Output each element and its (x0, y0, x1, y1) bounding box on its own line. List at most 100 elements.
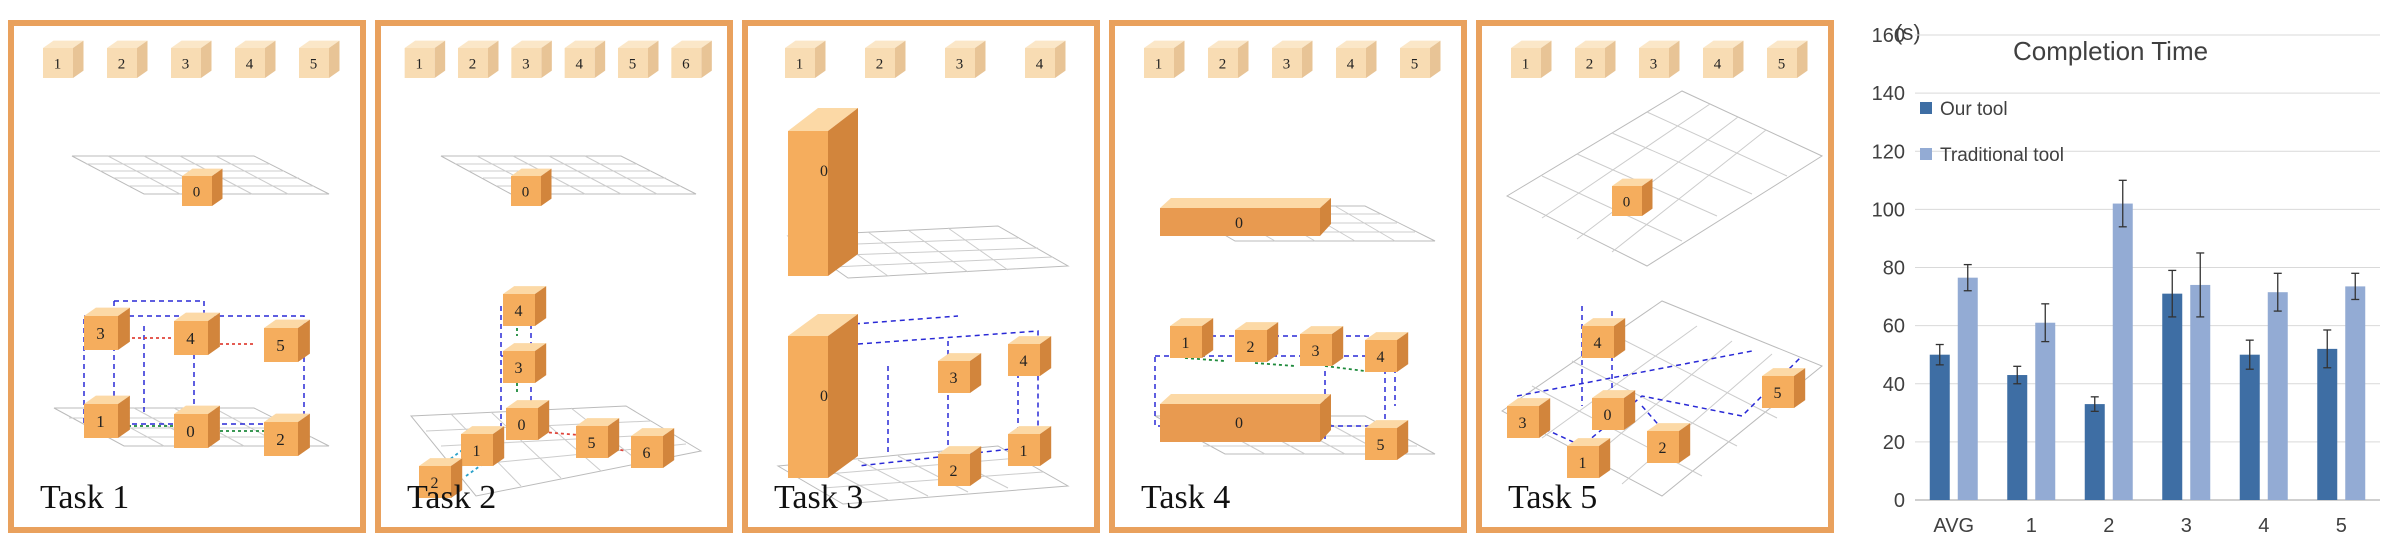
x-tick-2: 2 (2103, 515, 2114, 537)
palette-cube-1: 1 (785, 40, 826, 78)
cube-1: 1 (1008, 426, 1052, 466)
cube-4-label: 4 (1020, 353, 1028, 370)
cube-2: 2 (1647, 423, 1691, 463)
palette-cube-4: 4 (235, 40, 276, 78)
palette-cube-3: 3 (511, 40, 552, 78)
y-tick-120: 120 (1872, 141, 1905, 163)
palette-cube-4: 4 (1703, 40, 1744, 78)
bar-0-top: 0 (1160, 198, 1331, 236)
bar-traditional-tool-2 (2112, 203, 2133, 500)
palette-cube-1: 1 (43, 40, 84, 78)
svg-text:0: 0 (1235, 215, 1243, 232)
cube-1-label: 1 (1020, 443, 1028, 460)
palette-cube-2: 2 (458, 40, 499, 78)
cube-0-top-label: 0 (522, 184, 530, 200)
palette-cube-3: 3 (1639, 40, 1680, 78)
cube-3-label: 3 (1519, 415, 1527, 432)
bar-traditional-tool-5 (2345, 286, 2366, 500)
bar-our-tool-3 (2162, 293, 2183, 500)
cube-0-top: 0 (182, 168, 223, 206)
palette-cube-1: 1 (1144, 40, 1185, 78)
dashed-links (827, 315, 1039, 467)
palette-cube-2-label: 2 (876, 56, 884, 72)
cube-4-label: 4 (1594, 335, 1602, 352)
cube-6-label: 6 (643, 445, 651, 462)
cube-4-label: 4 (186, 329, 195, 348)
palette-cube-3-label: 3 (522, 56, 530, 72)
bar-0-bottom: 0 (1160, 394, 1331, 442)
legend-label-our-tool: Our tool (1940, 99, 2008, 120)
cube-0-top: 0 (1612, 178, 1653, 216)
bar-our-tool-2 (2084, 404, 2105, 500)
cube-2: 2 (419, 458, 463, 498)
svg-text:0: 0 (820, 163, 828, 180)
cube-4: 4 (174, 312, 220, 355)
task-label: Task 3 (774, 479, 864, 516)
cube-1-label: 1 (1579, 455, 1587, 472)
cube-1: 1 (1567, 438, 1611, 478)
palette-cube-3-label: 3 (182, 56, 190, 72)
legend-label-traditional-tool: Traditional tool (1940, 145, 2064, 166)
cube-5-label: 5 (276, 336, 285, 355)
palette-cube-6: 6 (671, 40, 712, 78)
palette-cube-4: 4 (1336, 40, 1377, 78)
y-tick-60: 60 (1883, 316, 1905, 338)
chart-title: Completion Time (2013, 36, 2208, 66)
palette-cube-5-label: 5 (629, 56, 637, 72)
cube-3-label: 3 (1312, 343, 1320, 360)
cube-0: 0 (1592, 390, 1636, 430)
palette-cube-3: 3 (1272, 40, 1313, 78)
palette-cube-4-label: 4 (1036, 56, 1044, 72)
y-tick-0: 0 (1894, 490, 1905, 512)
cube-0: 0 (174, 405, 220, 448)
palette-cube-2: 2 (865, 40, 906, 78)
error-bars (1935, 179, 2360, 413)
cube-3: 3 (1507, 398, 1551, 438)
legend-swatch-traditional-tool (1920, 148, 1932, 160)
cube-2: 2 (1235, 322, 1279, 362)
cube-1: 1 (84, 395, 130, 438)
cube-3: 3 (1300, 326, 1344, 366)
bar-traditional-tool-4 (2267, 292, 2288, 500)
cube-4-label: 4 (515, 303, 523, 320)
cube-3-label: 3 (950, 370, 958, 387)
task-label: Task 5 (1508, 479, 1598, 516)
bar-our-tool-5 (2317, 348, 2338, 500)
cube-3: 3 (503, 343, 547, 383)
cube-0-label: 0 (518, 417, 526, 434)
palette-cube-3-label: 3 (956, 56, 964, 72)
cube-2: 2 (264, 413, 310, 456)
x-tick-3: 3 (2181, 515, 2192, 537)
cube-3: 3 (938, 353, 982, 393)
bar-our-tool-AVG (1929, 354, 1950, 500)
palette-cube-5: 5 (299, 40, 340, 78)
grid-top (1505, 90, 1824, 267)
cube-4-label: 4 (1377, 349, 1385, 366)
palette-cube-5-label: 5 (310, 56, 318, 72)
svg-text:0: 0 (1235, 415, 1243, 432)
y-tick-20: 20 (1883, 432, 1905, 454)
cube-1-label: 1 (473, 443, 481, 460)
cube-4: 4 (1365, 332, 1409, 372)
palette-cube-2: 2 (1575, 40, 1616, 78)
palette-cube-2: 2 (1208, 40, 1249, 78)
bar-traditional-tool-3 (2190, 284, 2211, 500)
bar-traditional-tool-1 (2035, 322, 2056, 500)
cube-5: 5 (1762, 368, 1806, 408)
palette-cube-5: 5 (618, 40, 659, 78)
cube-5: 5 (576, 418, 620, 458)
x-tick-5: 5 (2336, 515, 2347, 537)
palette-cube-4: 4 (564, 40, 606, 78)
cube-3-label: 3 (515, 360, 523, 377)
bar-our-tool-4 (2239, 354, 2260, 500)
palette-cube-3: 3 (945, 40, 986, 78)
legend-swatch-our-tool (1920, 102, 1932, 114)
